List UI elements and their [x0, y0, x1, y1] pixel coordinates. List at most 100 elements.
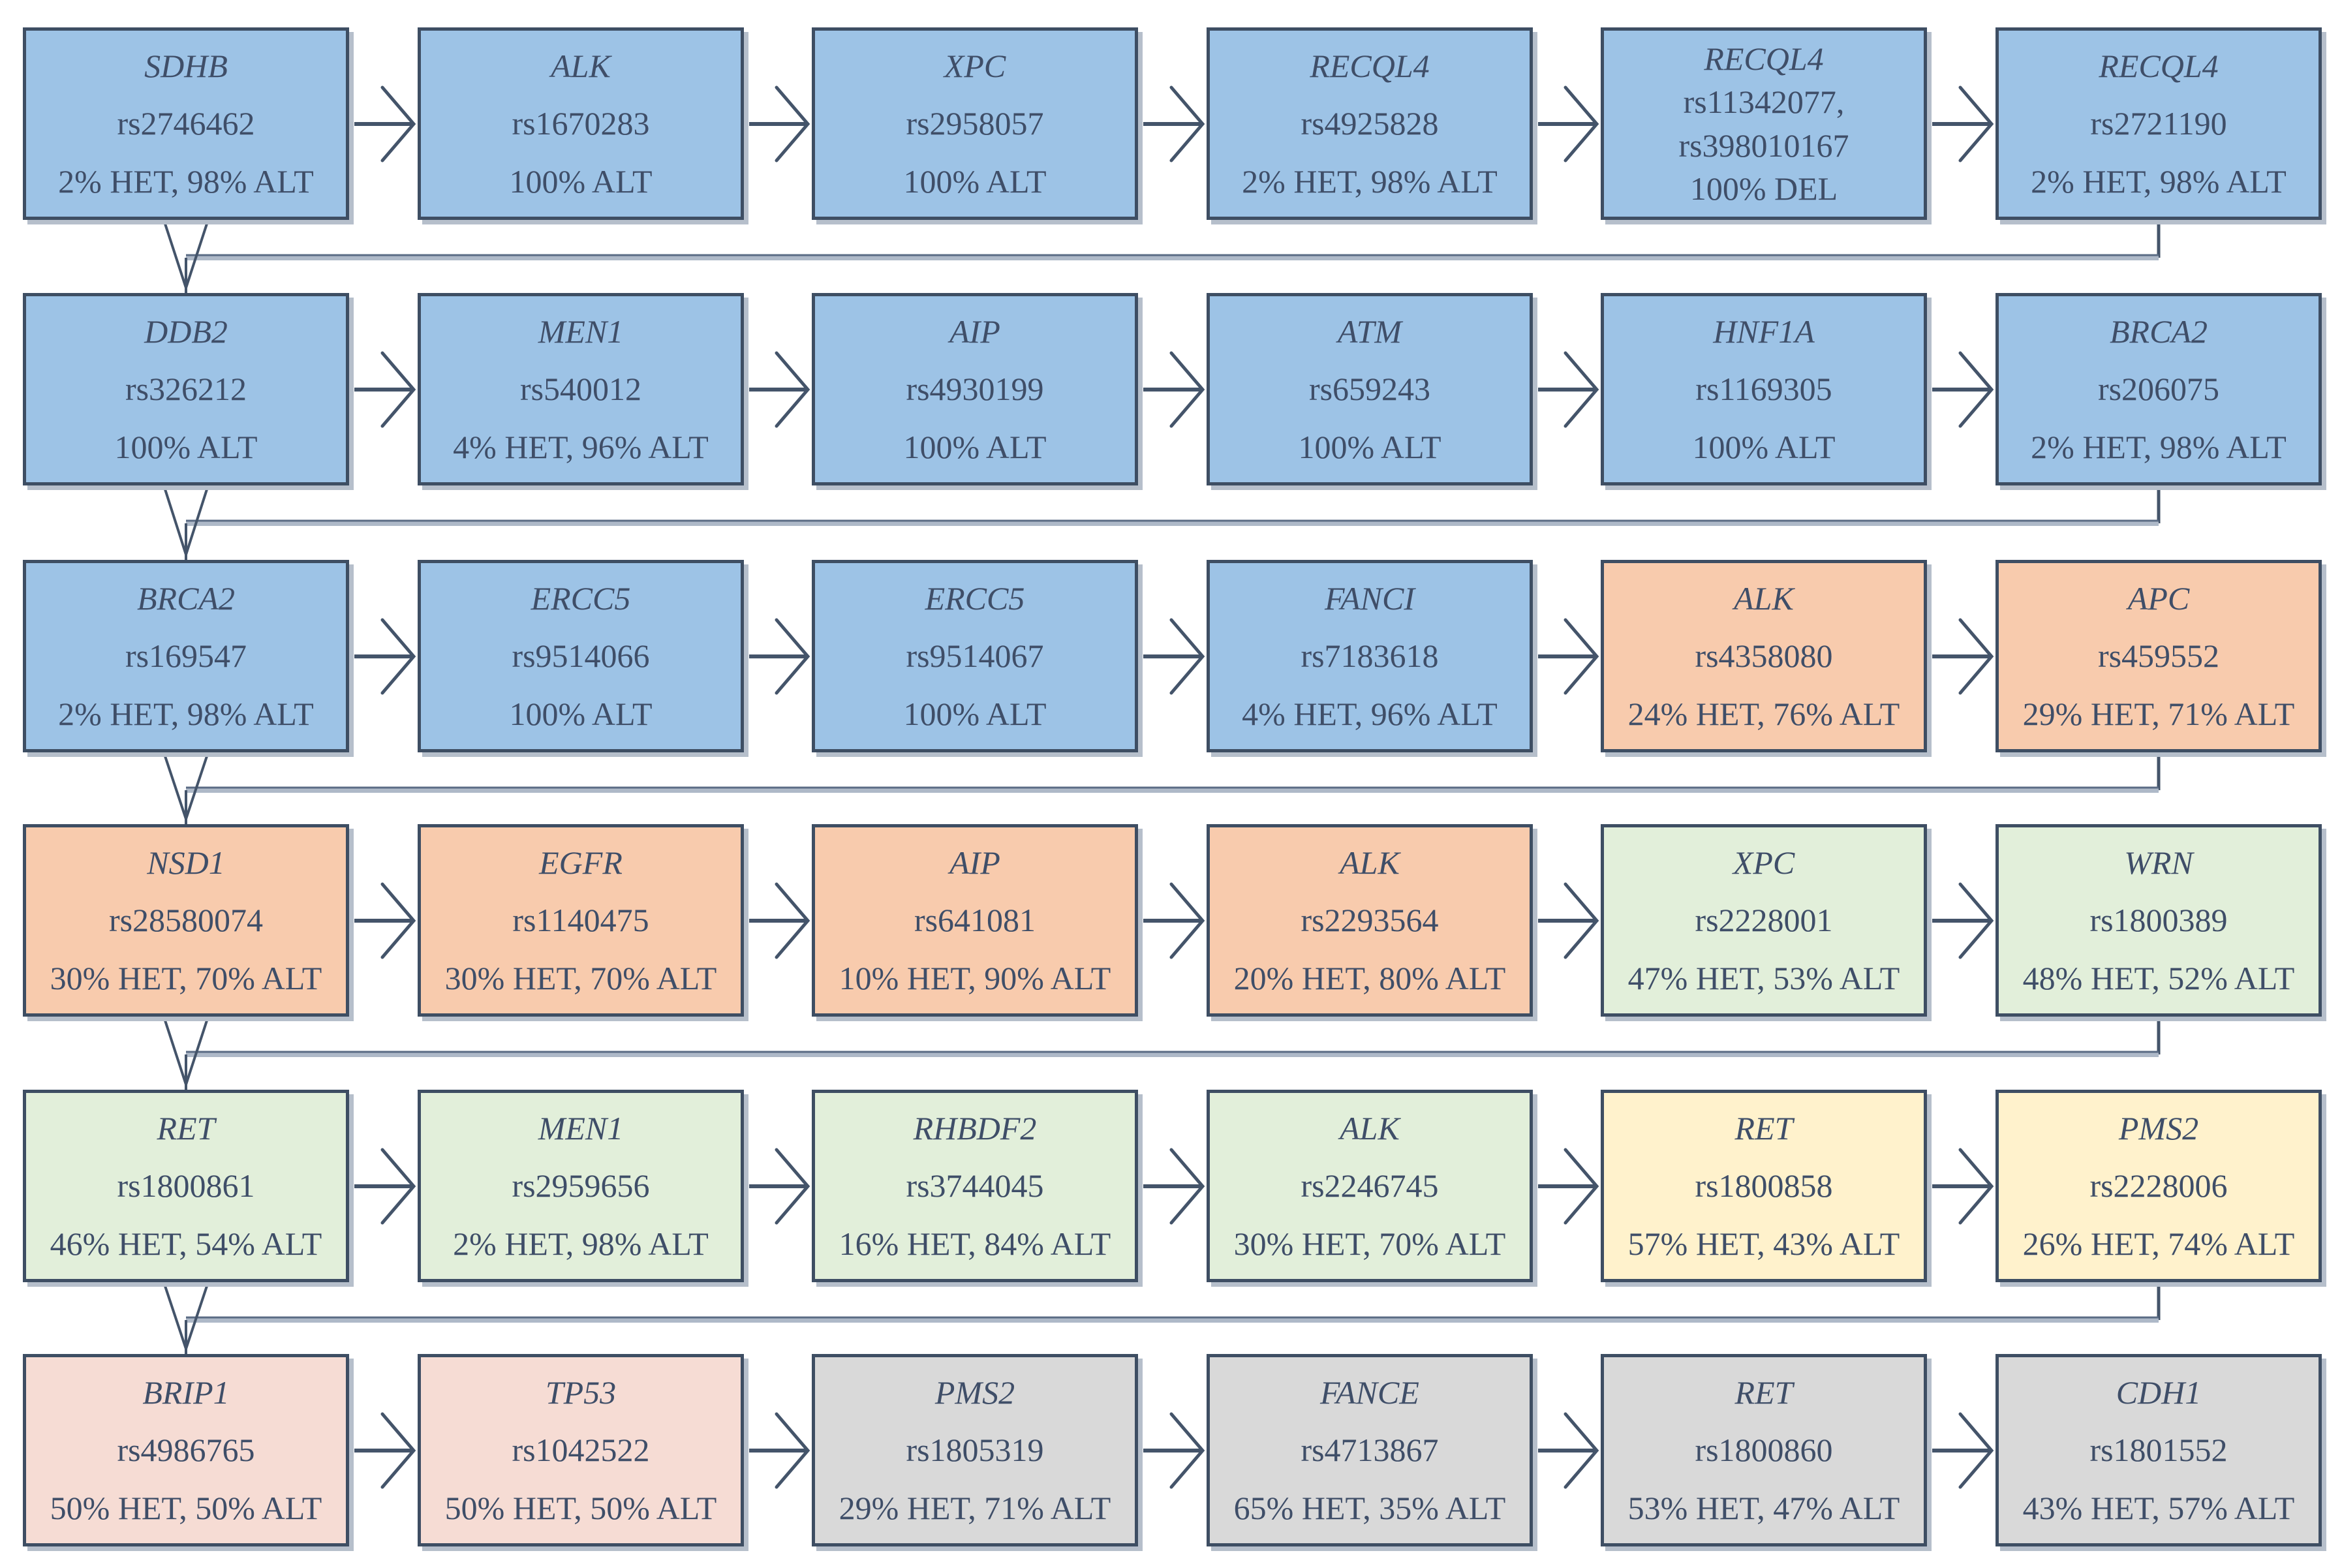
genotype-frequency: 48% HET, 52% ALT — [2022, 959, 2295, 996]
genotype-frequency: 30% HET, 70% ALT — [1233, 1225, 1506, 1262]
rs-id: rs1140475 — [512, 902, 649, 939]
rs-id: rs4713867 — [1301, 1432, 1439, 1469]
genotype-frequency: 47% HET, 53% ALT — [1627, 959, 1900, 996]
rs-id: rs641081 — [914, 902, 1036, 939]
gene-name: APC — [2127, 580, 2190, 617]
genotype-frequency: 2% HET, 98% ALT — [58, 162, 314, 200]
gene-name: ALK — [1340, 1110, 1400, 1147]
genotype-frequency: 10% HET, 90% ALT — [839, 959, 1111, 996]
genotype-frequency: 20% HET, 80% ALT — [1233, 959, 1506, 996]
variant-box: FANCI rs7183618 4% HET, 96% ALT — [1207, 560, 1533, 752]
right-arrow-icon — [749, 1148, 810, 1225]
right-arrow-icon — [1538, 85, 1599, 162]
rs-id: rs1670283 — [512, 105, 650, 142]
genotype-frequency: 16% HET, 84% ALT — [839, 1225, 1111, 1262]
rs-id: rs3744045 — [906, 1167, 1044, 1205]
right-arrow-icon — [354, 882, 416, 959]
gene-name: SDHB — [144, 48, 228, 85]
gene-name: RECQL4 — [1704, 40, 1824, 78]
variant-box: PMS2 rs1805319 29% HET, 71% ALT — [812, 1354, 1138, 1546]
gene-name: RECQL4 — [2099, 48, 2219, 85]
rs-id: rs9514067 — [906, 638, 1044, 675]
gene-name: PMS2 — [934, 1374, 1015, 1411]
right-arrow-icon — [1932, 882, 1994, 959]
rs-id: rs1800861 — [117, 1167, 255, 1205]
rs-id: rs169547 — [125, 638, 247, 675]
genotype-frequency: 65% HET, 35% ALT — [1233, 1489, 1506, 1526]
right-arrow-icon — [1143, 1148, 1205, 1225]
gene-name: NSD1 — [147, 844, 225, 882]
gene-name: ERCC5 — [925, 580, 1025, 617]
rs-id: rs1805319 — [906, 1432, 1044, 1469]
right-arrow-icon — [1932, 1412, 1994, 1489]
right-arrow-icon — [1143, 85, 1205, 162]
right-arrow-icon — [1932, 1148, 1994, 1225]
genotype-frequency: 2% HET, 98% ALT — [58, 695, 314, 732]
right-arrow-icon — [749, 351, 810, 428]
genotype-frequency: 30% HET, 70% ALT — [50, 959, 322, 996]
right-arrow-icon — [1538, 618, 1599, 695]
genotype-frequency: 29% HET, 71% ALT — [839, 1489, 1111, 1526]
right-arrow-icon — [749, 882, 810, 959]
right-arrow-icon — [354, 618, 416, 695]
row-wrap-arrow-icon — [164, 1017, 2161, 1091]
gene-name: ALK — [1340, 844, 1400, 882]
genotype-frequency: 100% ALT — [509, 162, 653, 200]
gene-name: FANCI — [1325, 580, 1415, 617]
right-arrow-icon — [1143, 351, 1205, 428]
rs-id: rs2228006 — [2089, 1167, 2228, 1205]
gene-name: TP53 — [545, 1374, 617, 1411]
genotype-frequency: 100% ALT — [114, 428, 258, 465]
gene-name: FANCE — [1320, 1374, 1419, 1411]
rs-id: rs659243 — [1308, 371, 1431, 408]
gene-name: RET — [157, 1110, 215, 1147]
rs-id: rs2959656 — [512, 1167, 650, 1205]
rs-id: rs1042522 — [512, 1432, 650, 1469]
right-arrow-icon — [1932, 85, 1994, 162]
right-arrow-icon — [749, 618, 810, 695]
row-wrap-arrow-icon — [164, 220, 2161, 294]
gene-name: ERCC5 — [531, 580, 631, 617]
genotype-frequency: 29% HET, 71% ALT — [2022, 695, 2295, 732]
gene-name: MEN1 — [538, 1110, 624, 1147]
genotype-frequency: 43% HET, 57% ALT — [2022, 1489, 2295, 1526]
rs-id: rs2293564 — [1301, 902, 1439, 939]
rs-id: rs4358080 — [1695, 638, 1833, 675]
gene-name: RET — [1734, 1374, 1793, 1411]
gene-name: HNF1A — [1713, 313, 1815, 350]
gene-name: ALK — [551, 48, 611, 85]
rs-id: rs4930199 — [906, 371, 1044, 408]
rs-id: rs2246745 — [1301, 1167, 1439, 1205]
gene-name: XPC — [1733, 844, 1795, 882]
genotype-frequency: 4% HET, 96% ALT — [1242, 695, 1498, 732]
rs-id: rs1800858 — [1695, 1167, 1833, 1205]
genotype-frequency: 100% ALT — [903, 695, 1047, 732]
genotype-frequency: 2% HET, 98% ALT — [1242, 162, 1498, 200]
genotype-frequency: 100% ALT — [1298, 428, 1441, 465]
rs-id: rs1800389 — [2089, 902, 2228, 939]
right-arrow-icon — [354, 1412, 416, 1489]
rs-id: rs11342077, — [1683, 84, 1845, 121]
genotype-frequency: 100% ALT — [903, 428, 1047, 465]
rs-id: rs7183618 — [1301, 638, 1439, 675]
right-arrow-icon — [1143, 1412, 1205, 1489]
row-wrap-arrow-icon — [164, 485, 2161, 561]
gene-name: RECQL4 — [1310, 48, 1430, 85]
gene-name: CDH1 — [2116, 1374, 2202, 1411]
genotype-frequency: 30% HET, 70% ALT — [444, 959, 717, 996]
gene-name: RHBDF2 — [913, 1110, 1037, 1147]
variant-box: FANCE rs4713867 65% HET, 35% ALT — [1207, 1354, 1533, 1546]
